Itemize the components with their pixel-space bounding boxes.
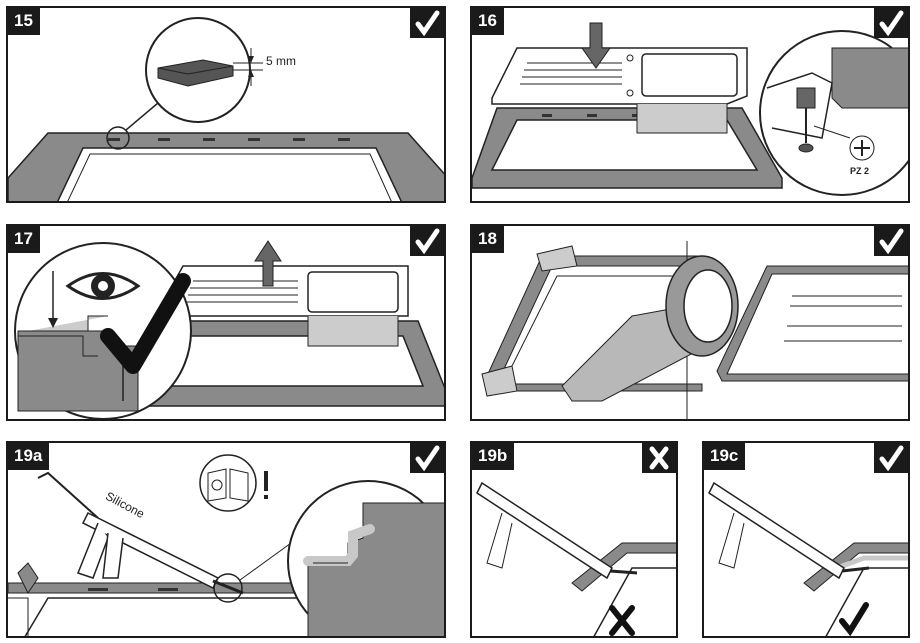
step-number: 19b (472, 443, 515, 470)
correct-silicone-illustration (708, 481, 908, 636)
screwdriver-size-label: PZ 2 (850, 166, 870, 176)
check-icon (410, 8, 444, 38)
step-number: 19c (704, 443, 746, 470)
step-number: 19a (8, 443, 50, 470)
check-icon (410, 226, 444, 256)
cross-icon (642, 443, 676, 473)
step-17-panel: 17 (6, 224, 446, 421)
spacer-height-label: 5 mm (266, 54, 296, 68)
step-19b-panel: 19b (470, 441, 678, 638)
check-icon (410, 443, 444, 473)
step-number: 18 (472, 226, 504, 253)
manual-icon (199, 454, 257, 512)
incorrect-silicone-illustration (476, 481, 676, 636)
step-number: 16 (472, 8, 504, 35)
check-icon (874, 226, 908, 256)
step-16-panel: 16 PZ 2 (470, 6, 910, 203)
exclamation-icon (264, 471, 268, 499)
step-number: 15 (8, 8, 40, 35)
step-19c-panel: 19c (702, 441, 910, 638)
check-mark (839, 602, 869, 636)
step-18-panel: 18 (470, 224, 910, 421)
cross-mark (609, 605, 635, 636)
check-icon (874, 443, 908, 473)
sink-lowering-illustration (472, 22, 908, 196)
countertop-spacer-illustration (8, 17, 444, 201)
silicone-application-illustration (8, 454, 444, 636)
check-icon (874, 8, 908, 38)
eye-icon (65, 272, 141, 300)
tape-application-illustration (481, 241, 908, 419)
sink-lift-check-illustration (14, 240, 444, 419)
step-number: 17 (8, 226, 40, 253)
step-15-panel: 15 5 mm (6, 6, 446, 203)
step-19a-panel: 19a Silicone (6, 441, 446, 638)
